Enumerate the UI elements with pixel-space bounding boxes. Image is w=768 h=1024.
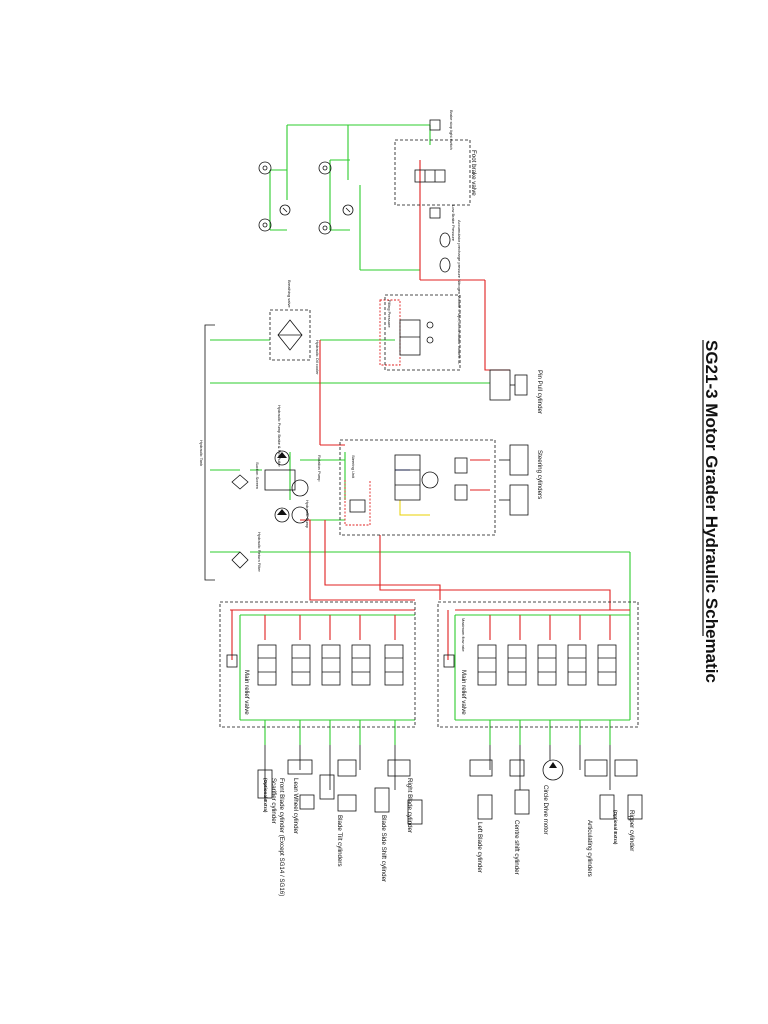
front-valve-bank: [219, 601, 416, 728]
articulating-cylinders-label: Articulating cylinders: [586, 820, 593, 877]
hydraulic-pump-label: Hydraulic Pump: [305, 500, 310, 529]
steering-unit: [339, 439, 496, 536]
lean-wheel-cylinder: [287, 759, 315, 810]
pin-pull-cylinder: [489, 369, 528, 401]
gauge-icon: [258, 161, 291, 232]
blade-side-shift-cylinder: [374, 787, 390, 813]
hydraulic-tank-label: Hydraulic Tank: [199, 440, 204, 466]
left-blade-cylinder: [469, 759, 493, 820]
spool-valve: [477, 644, 497, 686]
hydraulic-pump-brake-label: Hydraulic Pump Brake & Pin Puller: [277, 405, 282, 467]
rotation-pump-label: Rotation Pump: [317, 455, 322, 482]
accumulator-label: Accumulator precharge pressure Nitrogen …: [457, 220, 462, 365]
lean-wheel-cylinder-label: Lean Wheel cylinder: [292, 778, 299, 834]
breathing-valve-label: Breathing valve: [287, 280, 292, 308]
return-lines: [210, 124, 631, 745]
front-blade-cylinder: [257, 769, 273, 799]
pin-pull-cylinder-label: Pin Pull cylinder: [536, 370, 543, 414]
brake-stop-light-label: Brake stop light switch: [449, 110, 454, 150]
front-blade-cylinder-label: Front Blade cylinder (Except SG14 / SG16…: [278, 778, 285, 896]
steering-cylinders: [499, 444, 529, 516]
articulating-cylinders: [584, 759, 615, 820]
rear-main-relief-label: Main relief valve: [460, 670, 467, 715]
right-blade-cylinder-label: Right Blade cylinder: [406, 778, 413, 833]
actuator-lines: [264, 745, 611, 800]
pressure-lines: [230, 160, 630, 660]
spool-valve: [384, 644, 404, 686]
suction-screen-label: Suction Screen: [255, 462, 260, 489]
spool-valve: [351, 644, 371, 686]
blade-tilt-cylinders: [319, 759, 357, 812]
suction-screen: [231, 474, 249, 490]
return-filter: [231, 551, 249, 569]
brake-valve-assembly: [394, 119, 471, 273]
max-flow-rate-label: Maximum flow rate: [461, 618, 466, 652]
return-filter-label: Hydraulic Return Filter: [257, 532, 262, 572]
ripper-cylinder: [614, 759, 643, 820]
pumps: [264, 450, 309, 524]
spool-valve: [567, 644, 587, 686]
rear-valve-bank: [437, 601, 639, 728]
pressure-gauges: [258, 161, 354, 235]
spool-valve: [257, 644, 277, 686]
circle-drive-motor-label: Circle Drive motor: [542, 785, 549, 835]
spool-valve: [321, 644, 341, 686]
circle-drive-motor: [542, 759, 564, 781]
optional-extra-label-2: (Optional Extra): [263, 778, 268, 813]
spool-valve: [537, 644, 557, 686]
right-blade-cylinder: [387, 759, 423, 825]
centre-shift-cylinder: [509, 759, 530, 815]
title-group: SG21-3 Motor Grader Hydraulic Schematic: [702, 340, 721, 683]
foot-brake-valve-label: Foot brake valve: [470, 150, 477, 196]
filling-pressure-label: Filling Pressure: [387, 300, 392, 328]
steering-cylinders-label: Steering cylinders: [536, 450, 543, 499]
front-main-relief-label: Main relief valve: [243, 670, 250, 715]
oil-cooler-assembly: [269, 309, 311, 361]
blade-side-shift-label: Blade Side Shift cylinder: [380, 815, 387, 882]
hydraulic-tank: [204, 324, 215, 581]
blade-tilt-cylinders-label: Blade Tilt cylinders: [336, 815, 343, 867]
centre-shift-cylinder-label: Centre shift cylinder: [513, 820, 520, 875]
spool-valve: [507, 644, 527, 686]
page-title: SG21-3 Motor Grader Hydraulic Schematic: [702, 340, 721, 683]
filling-pressure-valve: [384, 294, 461, 371]
oil-cooler-label: Hydraulic Oil cooler: [315, 340, 320, 375]
low-brake-pressure-label: Low Brake Pressure: [451, 205, 456, 242]
ripper-cylinder-label: Ripper cylinder: [628, 810, 635, 851]
gauge-icon: [318, 161, 354, 235]
left-blade-cylinder-label: Left Blade cylinder: [476, 822, 483, 873]
steering-unit-label: Steering Unit: [351, 455, 356, 479]
spool-valve: [597, 644, 617, 686]
scarifier-cylinder-label: Scarifier cylinder: [270, 778, 277, 824]
spool-valve: [291, 644, 311, 686]
optional-extra-label: (Optional Extra): [613, 810, 618, 845]
